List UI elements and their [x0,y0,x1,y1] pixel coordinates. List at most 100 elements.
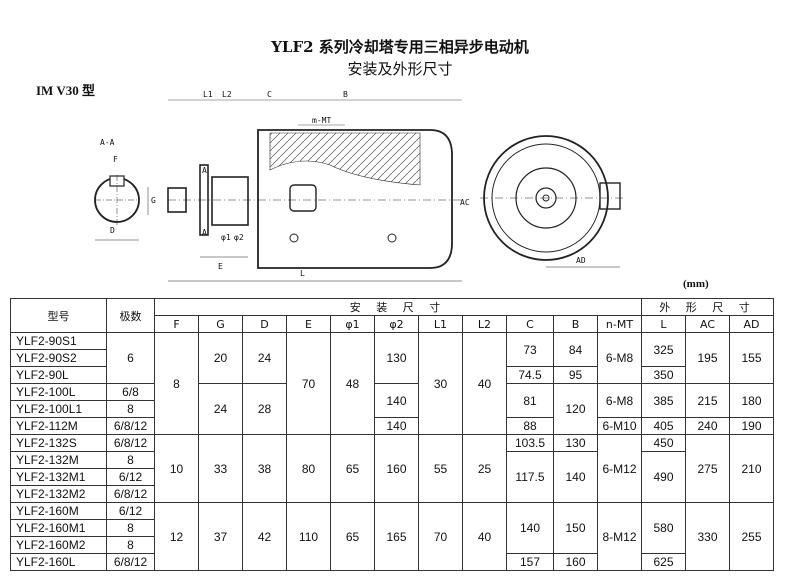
AC-cell: 330 [685,502,730,571]
phi2-cell: 140 [374,417,419,435]
model-cell: YLF2-132M1 [10,468,107,486]
nMT-cell: 6-M8 [597,383,642,418]
E-cell: 70 [286,332,331,435]
header-AD: AD [729,315,774,333]
phi1-cell: 65 [330,502,375,571]
header-outline-group: 外 形 尺 寸 [641,298,774,316]
header-L2: L2 [462,315,507,333]
header-B: B [553,315,598,333]
svg-text:A: A [202,228,207,237]
table-subheader-row: F G D E φ1 φ2 L1 L2 C B n-MT L AC AD [11,315,774,333]
dim-label-L2: L2 [222,90,232,99]
header-G: G [198,315,243,333]
AD-cell: 255 [729,502,774,571]
F-cell: 12 [154,502,199,571]
AD-cell: 155 [729,332,774,384]
svg-text:A: A [202,166,207,175]
table-row: YLF2-100L1 8 [10,400,774,418]
table-row: YLF2-132S 6/8/12 10 33 38 80 65 160 55 2… [10,434,774,503]
C-cell: 140 [506,502,554,554]
dim-label-AC: AC [460,198,470,207]
dim-label-D: D [110,226,115,235]
nMT-cell: 6-M12 [597,434,642,503]
table-row: YLF2-160L 6/8/12 157 160 625 [10,553,774,571]
poles-cell: 6/8/12 [106,485,155,503]
dim-label-phi2: φ2 [234,233,244,242]
F-cell: 10 [154,434,199,503]
dim-label-F: F [113,155,118,164]
dimension-table: 型号 极数 安 装 尺 寸 外 形 尺 寸 F G D E φ1 φ2 L1 L… [10,298,774,571]
model-cell: YLF2-160M1 [10,519,107,537]
L-cell: 325 [641,332,686,367]
dim-label-C: C [267,90,272,99]
motor-body [257,129,453,269]
AC-cell: 215 [685,383,730,418]
phi2-cell: 160 [374,434,419,503]
AC-cell: 275 [685,434,730,503]
B-cell: 140 [553,451,598,503]
G-cell: 33 [198,434,243,503]
nMT-cell: 8-M12 [597,502,642,571]
dim-label-L: L [300,269,305,278]
dim-label-nMT: m-MT [312,116,331,125]
L1-cell: 70 [418,502,463,571]
B-cell: 120 [553,383,598,435]
dim-label-L1: L1 [203,90,213,99]
header-D: D [242,315,287,333]
model-cell: YLF2-90S1 [10,332,107,350]
header-model: 型号 [10,298,107,333]
L2-cell: 40 [462,332,507,435]
L1-cell: 55 [418,434,463,503]
C-cell: 117.5 [506,451,554,503]
L2-cell: 40 [462,502,507,571]
B-cell: 130 [553,434,598,452]
poles-cell: 8 [106,536,155,554]
dim-label-B: B [343,90,348,99]
poles-cell: 6/8/12 [106,553,155,571]
poles-cell: 8 [106,400,155,418]
dim-label-G: G [151,196,156,205]
C-cell: 81 [506,383,554,418]
model-cell: YLF2-112M [10,417,107,435]
poles-cell: 6/12 [106,468,155,486]
header-phi1: φ1 [330,315,375,333]
section-label: A-A [100,138,115,147]
G-cell: 20 [198,332,243,384]
L-cell: 490 [641,451,686,503]
B-cell: 150 [553,502,598,554]
table-row: YLF2-112M 6/8/12 140 88 6-M10 405 240 19… [10,417,774,435]
poles-cell: 8 [106,519,155,537]
table-header-row: 型号 极数 安 装 尺 寸 外 形 尺 寸 [10,298,774,333]
nMT-cell: 6-M10 [597,417,642,435]
F-cell: 8 [154,332,199,435]
header-poles: 极数 [106,298,155,333]
table-row: YLF2-90S1 6 8 20 24 70 48 130 30 40 73 8… [10,332,774,435]
table-row: YLF2-100L 6/8 24 28 140 81 120 6-M8 385 … [10,383,774,435]
G-cell: 37 [198,502,243,571]
AC-cell: 240 [685,417,730,435]
D-cell: 42 [242,502,287,571]
phi2-cell: 165 [374,502,419,571]
model-cell: YLF2-160M [10,502,107,520]
B-cell: 160 [553,553,598,571]
poles-cell: 6 [106,332,155,384]
phi2-cell: 130 [374,332,419,384]
E-cell: 110 [286,502,331,571]
header-L1: L1 [418,315,463,333]
header-nMT: n-MT [597,315,642,333]
B-cell: 84 [553,332,598,367]
L-cell: 405 [641,417,686,435]
D-cell: 24 [242,332,287,384]
table-row: YLF2-132M2 6/8/12 [10,485,774,503]
header-E: E [286,315,331,333]
poles-cell: 8 [106,451,155,469]
model-cell: YLF2-90S2 [10,349,107,367]
mounting-type-label: IM V30 型 [36,83,95,98]
B-cell: 95 [553,366,598,384]
dimension-drawing: A-A F G D L1 L2 C B m-MT A A φ1 φ2 AC E … [94,90,625,282]
model-cell: YLF2-132S [10,434,107,452]
L2-cell: 25 [462,434,507,503]
table-row: YLF2-90L 74.5 95 350 [10,366,774,384]
AD-cell: 210 [729,434,774,503]
model-cell: YLF2-90L [10,366,107,384]
